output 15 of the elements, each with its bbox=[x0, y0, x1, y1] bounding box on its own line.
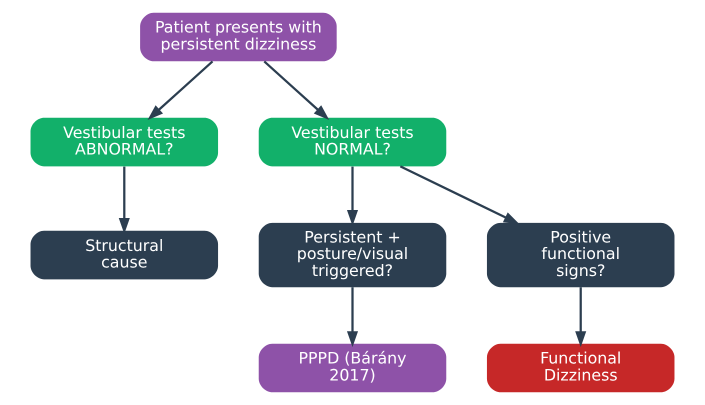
arrow bbox=[346, 287, 358, 348]
arrow bbox=[400, 165, 520, 224]
node-box: Patient presents with persistent dizziness bbox=[140, 12, 337, 62]
arrow bbox=[575, 287, 586, 348]
arrow bbox=[264, 60, 330, 120]
node-box: Vestibular tests ABNORMAL? bbox=[30, 118, 218, 166]
node-box: Positive functional signs? bbox=[486, 222, 674, 288]
node-box: Functional Dizziness bbox=[486, 344, 674, 392]
arrow bbox=[346, 166, 358, 226]
node-box: PPPD (Bárány 2017) bbox=[258, 344, 446, 392]
node-box: Persistent + posture/visual triggered? bbox=[258, 222, 446, 288]
node-box: Structural cause bbox=[30, 230, 218, 280]
node-box: Vestibular tests NORMAL? bbox=[258, 118, 446, 166]
arrow bbox=[118, 166, 130, 234]
arrow bbox=[148, 60, 214, 120]
